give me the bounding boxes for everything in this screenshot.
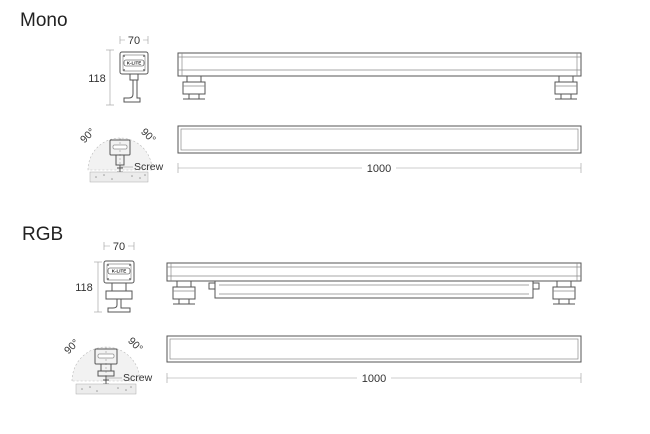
- rgb-width-label: 70: [113, 241, 125, 253]
- mono-angle-left: 90°: [78, 126, 98, 146]
- mono-top-view: [177, 125, 582, 154]
- mono-height-dimension: 118: [88, 49, 114, 106]
- mono-length-label: 1000: [367, 163, 391, 175]
- section-title-mono: Mono: [20, 10, 68, 31]
- mono-left-bracket: [182, 75, 206, 100]
- mono-height-label: 118: [88, 73, 106, 85]
- rgb-length-dimension: 1000: [166, 371, 582, 385]
- mono-width-dimension: 70: [119, 33, 149, 47]
- mono-screw-label: Screw: [134, 161, 164, 173]
- rgb-rotation-diagram: 90° 90° Screw: [62, 335, 153, 395]
- mono-length-dimension: 1000: [177, 161, 582, 175]
- rgb-screw-label: Screw: [123, 372, 153, 384]
- rgb-height-label: 118: [75, 282, 93, 294]
- rgb-top-view: [166, 335, 582, 363]
- mono-width-label: 70: [128, 35, 140, 47]
- mono-section: Mono 70 118 K-LITE: [20, 10, 582, 183]
- rgb-section: RGB 70 118 K-LITE: [22, 224, 582, 395]
- rgb-width-dimension: 70: [103, 239, 135, 253]
- rgb-brand-text: K-LITE: [112, 269, 127, 274]
- rgb-right-bracket: [552, 280, 576, 305]
- rgb-angle-right: 90°: [125, 335, 145, 355]
- mono-brand-text: K-LITE: [127, 61, 142, 66]
- rgb-left-bracket: [172, 280, 196, 305]
- section-title-rgb: RGB: [22, 224, 63, 245]
- mono-end-view: K-LITE: [119, 51, 149, 103]
- rgb-height-dimension: 118: [75, 261, 102, 313]
- mono-rotation-diagram: 90° 90° Screw: [78, 126, 164, 183]
- rgb-angle-left: 90°: [62, 337, 82, 357]
- mono-angle-right: 90°: [138, 126, 158, 146]
- mono-side-view: [177, 52, 582, 100]
- rgb-end-view: K-LITE: [103, 260, 135, 313]
- rgb-side-view: [166, 262, 582, 305]
- mono-right-bracket: [554, 75, 578, 100]
- rgb-length-label: 1000: [362, 373, 386, 385]
